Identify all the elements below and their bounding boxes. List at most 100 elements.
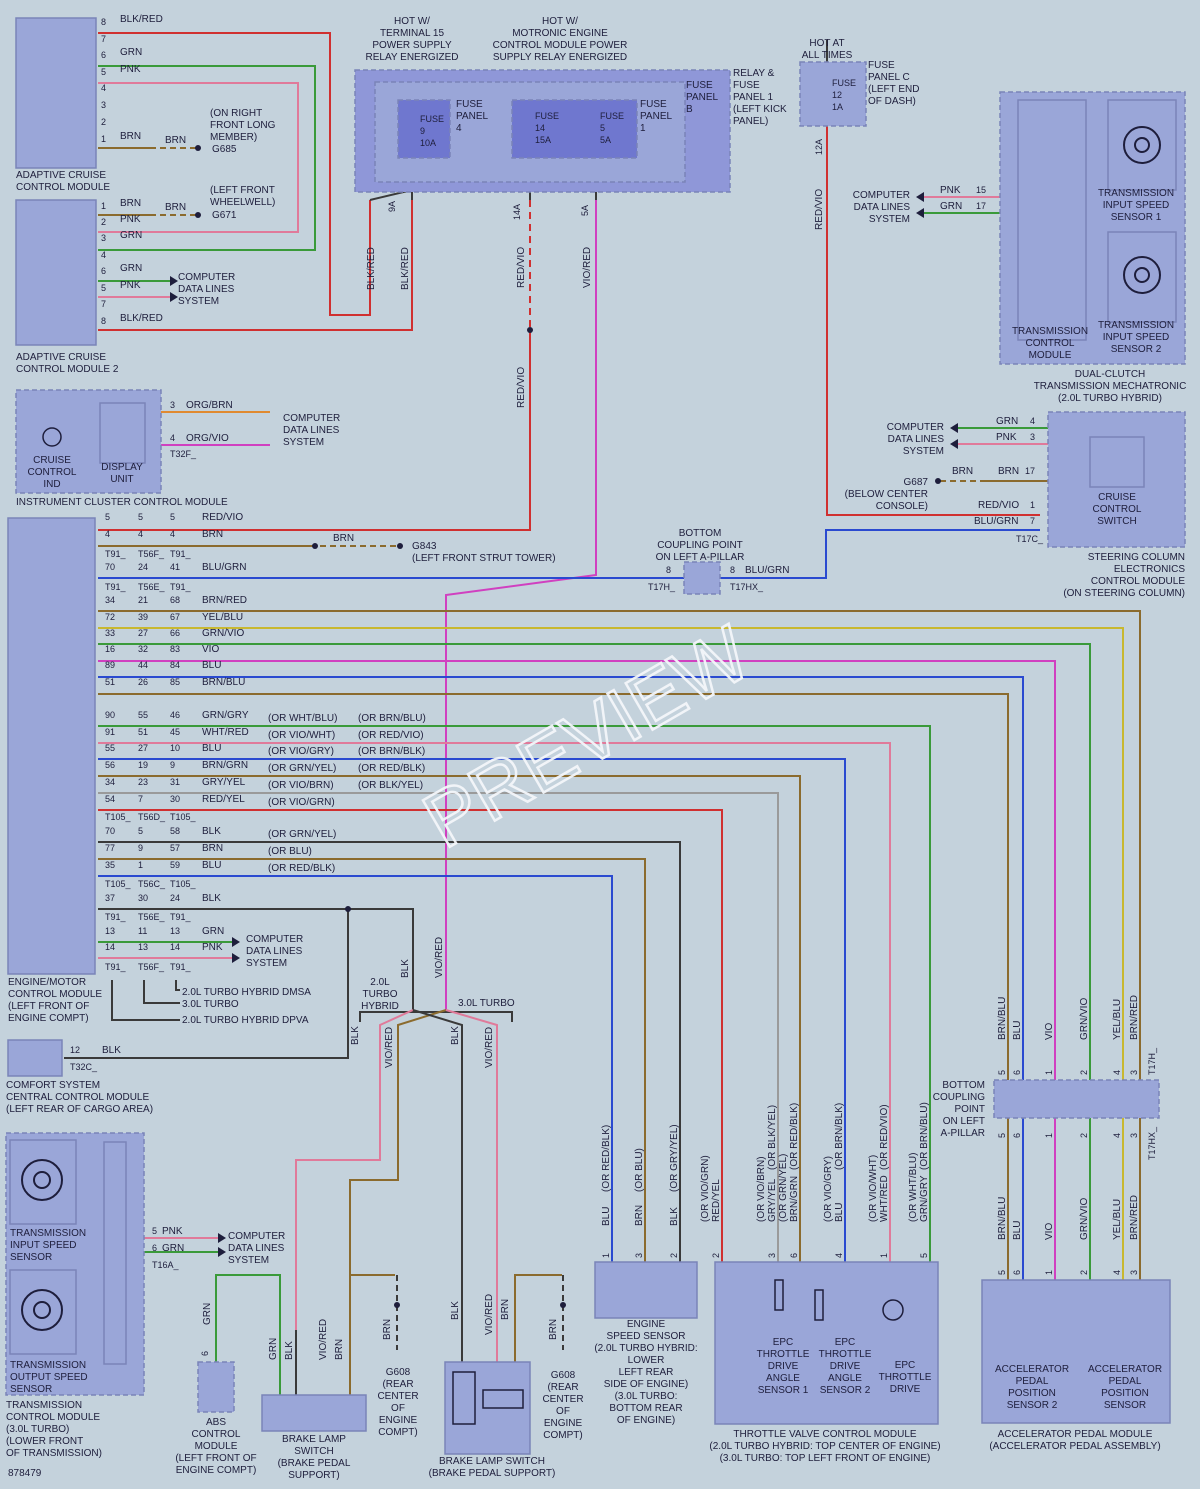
- pin-number: 3: [634, 1253, 644, 1258]
- wire-blk-bls2: [412, 1009, 463, 1395]
- pin-number: 5: [138, 512, 143, 522]
- throttle-valve-label: THROTTLE VALVE CONTROL MODULE(2.0L TURBO…: [709, 1429, 940, 1464]
- arrow-icon: [916, 192, 924, 202]
- splice-dot: [345, 906, 351, 912]
- wire-color-label: GRN: [996, 416, 1018, 427]
- wire-alt-color-label: (OR GRY/YEL): [669, 1124, 680, 1192]
- wire-color-label: BLK: [400, 959, 411, 978]
- pin-number: 4: [138, 529, 143, 539]
- connector-label: T32F_: [170, 449, 197, 459]
- wire-alt-color-label: (OR VIO/GRN): [268, 797, 335, 808]
- arrow-icon: [950, 423, 958, 433]
- variant-label: 3.0L TURBO: [182, 999, 239, 1010]
- wire-color-label: BLU: [1012, 1221, 1023, 1240]
- connector-label: T105_: [170, 879, 197, 889]
- pin-number: 24: [138, 562, 148, 572]
- adaptive-cruise-module: [15, 17, 97, 169]
- wire-color-label: BRN: [998, 466, 1019, 477]
- wire-color-label: RED/VIO: [814, 189, 825, 230]
- pin-number: 32: [138, 644, 148, 654]
- pin-number: 2: [101, 117, 106, 127]
- wire-throttle-signal: [98, 725, 931, 1262]
- accelerator-pedal-module: [981, 1279, 1171, 1424]
- pin-number: 2: [101, 217, 106, 227]
- wire-color-label: RED/VIO: [516, 247, 527, 288]
- wire-color-label: RED/VIO: [202, 512, 243, 523]
- arrow-icon: [218, 1247, 226, 1257]
- wire-color-label: WHT/RED: [202, 727, 249, 738]
- bracket-line: [359, 1011, 513, 1022]
- wire-color-label: VIO: [1044, 1023, 1055, 1040]
- gear-icon: [1123, 126, 1161, 164]
- wire-alt-color-label: (OR WHT/BLU): [268, 713, 337, 724]
- wire-color-label: BRN: [202, 529, 223, 540]
- adaptive-cruise-module-2: [15, 199, 97, 346]
- pin-number: 51: [138, 727, 148, 737]
- gear-icon: [33, 1171, 51, 1189]
- modules-layer: [5, 17, 1186, 1455]
- pin-number: 6: [101, 266, 106, 276]
- pin-number: 54: [105, 794, 115, 804]
- connector-label: T56F_: [138, 549, 165, 559]
- wire-color-label: PNK: [162, 1226, 183, 1237]
- ground-g608a: [394, 1302, 400, 1308]
- wire-color-label: BRN: [548, 1319, 559, 1340]
- pin-number: 6: [101, 50, 106, 60]
- wire-color-label: BLU/GRN: [202, 562, 246, 573]
- wire-color-label: BRN/BLU: [202, 677, 245, 688]
- pin-number: 2: [1079, 1270, 1089, 1275]
- cruise-indicator-icon: [42, 427, 62, 447]
- wire-alt-color-label: (OR RED/BLK): [789, 1103, 800, 1170]
- pin-number: 91: [105, 727, 115, 737]
- pin-number: 31: [170, 777, 180, 787]
- pin-number: 5: [997, 1270, 1007, 1275]
- wire-color-label: RED/VIO: [978, 500, 1019, 511]
- pin-number: 4: [105, 529, 110, 539]
- pin-number: 67: [170, 612, 180, 622]
- pin-number: 5: [101, 67, 106, 77]
- wire-color-label: BLU: [1012, 1021, 1023, 1040]
- pin-number: 1: [101, 201, 106, 211]
- wire-color-label: BRN: [334, 1339, 345, 1360]
- pin-number: 7: [1030, 516, 1035, 526]
- wire-alt-color-label: (OR BRN/BLU): [358, 713, 426, 724]
- wire-number: 12A: [814, 139, 824, 155]
- connector-label: T56C_: [138, 879, 166, 889]
- wire-esp-signal: [98, 875, 613, 1262]
- pin-number: 4: [101, 250, 106, 260]
- wire-color-label: GRN: [202, 926, 224, 937]
- ground-g843-location: (LEFT FRONT STRUT TOWER): [412, 553, 556, 564]
- wire-color-label: BLU: [834, 1203, 845, 1222]
- pin-number: 77: [105, 843, 115, 853]
- pin-number: 14: [170, 942, 180, 952]
- wire-color-label: VIO/RED: [582, 247, 593, 288]
- pin-number: 4: [1112, 1270, 1122, 1275]
- pin-number: 5: [152, 1226, 157, 1236]
- pin-number: 34: [105, 595, 115, 605]
- pin-number: 8: [666, 565, 671, 575]
- wire-color-label: BLK: [450, 1026, 461, 1045]
- wire-color-label: BRN: [165, 202, 186, 213]
- wire-color-label: PNK: [202, 942, 223, 953]
- wire-color-label: VIO: [202, 644, 219, 655]
